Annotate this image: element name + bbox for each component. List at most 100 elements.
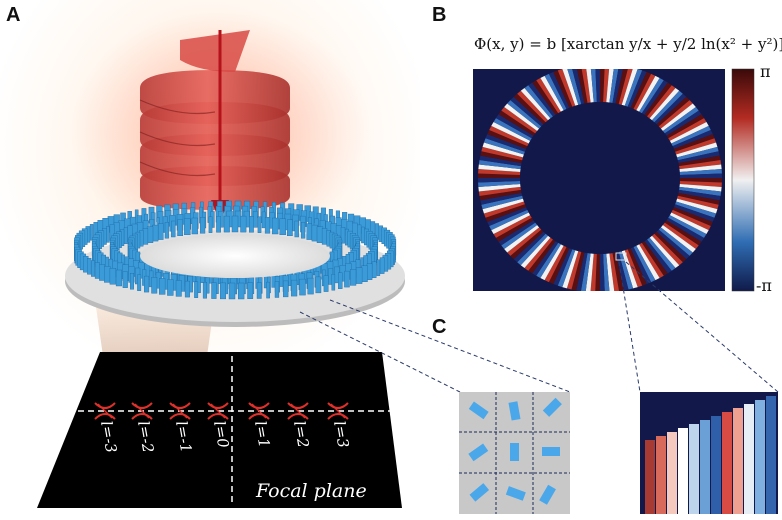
phase-stripe [567, 69, 582, 105]
phase-stripe [636, 75, 660, 112]
phase-stripe [669, 121, 709, 144]
phase-stripe [679, 160, 722, 170]
phase-stripe [536, 77, 561, 114]
phase-stripe [510, 229, 544, 260]
zoomed-phase-column [766, 396, 776, 514]
phase-stripe [630, 247, 652, 284]
metasurface-pillar [272, 217, 279, 235]
order-label: l=0 [210, 420, 232, 450]
phase-stripe [603, 69, 610, 103]
metasurface-pillar [361, 265, 368, 282]
phase-stripe [668, 118, 707, 141]
metasurface-pillar [123, 227, 128, 244]
metasurface-pillar [294, 220, 299, 238]
metasurface-pillar [307, 277, 314, 295]
phase-stripe [595, 69, 600, 103]
focal-plane [37, 352, 402, 508]
phase-stripe [540, 244, 564, 281]
phase-stripe [495, 114, 534, 139]
phase-stripe [679, 186, 722, 196]
metasurface-pillar [261, 211, 266, 229]
metasurface-pillar [379, 257, 385, 274]
metasurface-pillar [331, 274, 336, 291]
zoomed-phase-column [755, 400, 765, 514]
metasurface-pillar [223, 215, 230, 233]
phase-stripe [590, 69, 597, 103]
phase-stripe [662, 107, 699, 134]
focal-spot [94, 402, 116, 420]
phase-stripe [672, 207, 713, 227]
phase-stripe [649, 87, 680, 121]
phase-stripe [586, 69, 594, 103]
metasurface-pillar [115, 269, 122, 287]
phase-stripe [633, 245, 656, 283]
focal-spot [248, 402, 270, 420]
phase-stripe [495, 217, 534, 242]
phase-stripe [528, 82, 556, 117]
phase-stripe [676, 142, 718, 158]
phase-stripe [627, 70, 647, 108]
phase-stripe [595, 253, 600, 291]
phase-stripe [485, 204, 527, 222]
phase-stripe [679, 164, 722, 173]
metasurface-pillar [344, 270, 350, 288]
metasurface-pillar [340, 226, 346, 244]
phase-stripe [606, 69, 614, 103]
metasurface-pillar [175, 280, 182, 297]
phase-stripe [517, 90, 549, 123]
phase-stripe [647, 237, 676, 271]
phase-stripe [491, 212, 531, 235]
phase-stripe [666, 114, 705, 139]
zoomed-phase-column [667, 432, 677, 514]
phase-stripe [478, 180, 521, 187]
phase-stripe [660, 103, 696, 131]
phase-stripe [548, 247, 570, 284]
focal-spot [207, 402, 229, 420]
phase-stripe [478, 173, 521, 178]
phase-stripe [649, 235, 680, 269]
phase-stripe [483, 201, 525, 218]
metasurface-pillar [264, 217, 271, 234]
metasurface-pillar [266, 281, 270, 299]
metasurface-pillar [355, 267, 363, 284]
phase-stripe [675, 138, 717, 155]
metasurface-pillar [219, 282, 226, 300]
metasurface-pillar [137, 274, 142, 291]
phase-stripe [679, 173, 722, 178]
phase-stripe [676, 146, 719, 161]
metasurface-pillar [216, 216, 221, 233]
phase-stripe [673, 204, 715, 222]
phase-stripe [658, 227, 693, 256]
metasurface-pillar [208, 216, 213, 233]
metasurface-pillar [94, 262, 100, 279]
phase-stripe [679, 180, 722, 187]
metasurface-pillar [366, 263, 373, 280]
phase-stripe [544, 73, 567, 111]
phase-stripe [524, 85, 553, 119]
phase-stripe [678, 189, 721, 201]
metasurface-pillar [231, 215, 239, 233]
phase-stripe [647, 85, 676, 119]
phase-stripe [600, 69, 605, 103]
phase-stripe [600, 253, 605, 291]
phase-stripe [609, 253, 620, 291]
metasurface-pillar [256, 282, 262, 299]
metasurface-pillar [139, 229, 144, 247]
phase-stripe [479, 189, 522, 201]
phase-stripe [660, 225, 696, 253]
metasurface-pillar [184, 280, 190, 298]
phase-stripe [651, 90, 683, 123]
phase-stripe [510, 96, 544, 127]
phase-stripe [479, 155, 522, 167]
metasurface-pillar [91, 260, 95, 277]
metasurface-pillar [122, 271, 128, 288]
phase-stripe [489, 209, 529, 231]
metasurface-pillar [142, 228, 149, 245]
phase-stripe [498, 110, 536, 136]
metasurface-pillar [109, 268, 117, 285]
zoomed-phase-column [733, 408, 743, 514]
focal-plane-title: Focal plane [256, 480, 367, 502]
zoomed-phase-column [656, 436, 666, 514]
focal-spot [287, 402, 309, 420]
phase-stripe [676, 195, 719, 210]
